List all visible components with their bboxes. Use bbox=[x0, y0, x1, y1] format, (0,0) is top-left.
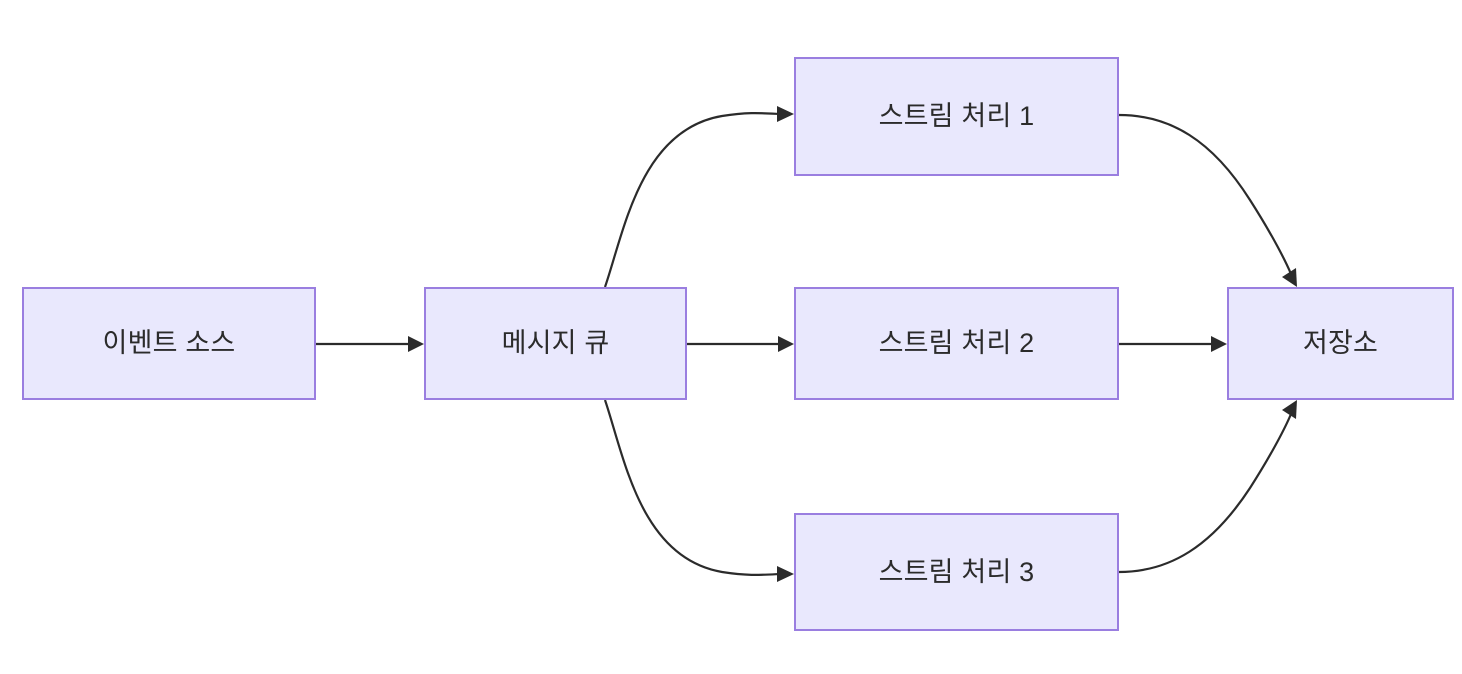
edge-queue-to-stream-1 bbox=[603, 106, 794, 288]
node-label-stream-processing-1: 스트림 처리 1 bbox=[878, 101, 1035, 132]
node-label-event-source: 이벤트 소스 bbox=[102, 328, 236, 359]
edge-stream-2-to-storage bbox=[1119, 336, 1227, 352]
node-stream-processing-3[interactable]: 스트림 처리 3 bbox=[794, 513, 1119, 631]
node-label-stream-processing-2: 스트림 처리 2 bbox=[878, 328, 1035, 359]
edge-source-to-queue bbox=[316, 336, 424, 352]
node-storage[interactable]: 저장소 bbox=[1227, 287, 1454, 400]
node-stream-processing-1[interactable]: 스트림 처리 1 bbox=[794, 57, 1119, 176]
node-event-source[interactable]: 이벤트 소스 bbox=[22, 287, 316, 400]
edge-queue-to-stream-2 bbox=[687, 336, 794, 352]
node-label-message-queue: 메시지 큐 bbox=[501, 328, 610, 359]
edge-stream-3-to-storage bbox=[1118, 400, 1297, 574]
edge-stream-1-to-storage bbox=[1118, 113, 1297, 287]
node-label-storage: 저장소 bbox=[1302, 328, 1379, 359]
node-stream-processing-2[interactable]: 스트림 처리 2 bbox=[794, 287, 1119, 400]
node-label-stream-processing-3: 스트림 처리 3 bbox=[878, 556, 1035, 587]
edge-queue-to-stream-3 bbox=[603, 399, 794, 582]
node-message-queue[interactable]: 메시지 큐 bbox=[424, 287, 687, 400]
